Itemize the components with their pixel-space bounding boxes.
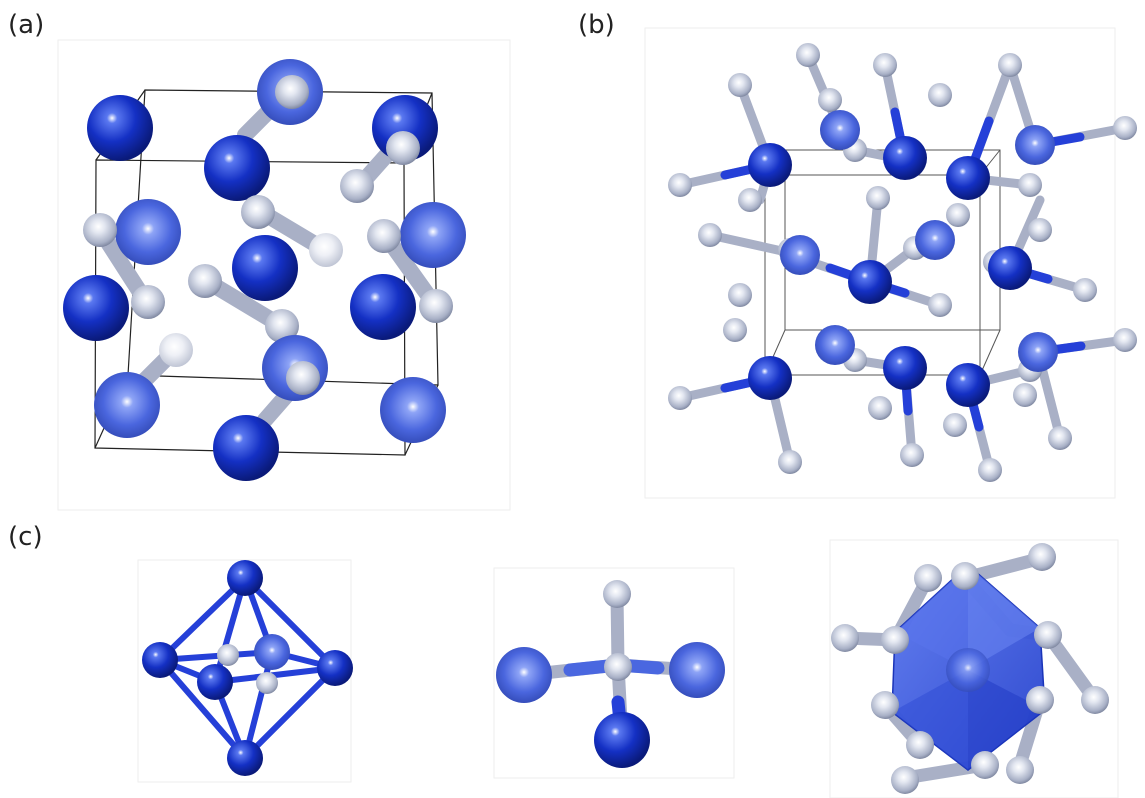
polyhedron-body	[891, 563, 1046, 771]
panel-c-octahedron	[142, 560, 353, 776]
atoms-a	[63, 59, 466, 481]
atoms-b	[668, 43, 1137, 482]
polyhedron-h-atoms	[831, 543, 1109, 794]
panel-a-unit-cell	[63, 59, 466, 481]
bonds-b	[675, 50, 1130, 475]
panel-b-frame	[644, 27, 1116, 499]
panel-label-a: (a)	[8, 10, 45, 40]
panel-a-frame	[57, 39, 511, 511]
octahedron-edges	[157, 575, 338, 761]
panel-c-tetrahedral	[496, 580, 725, 768]
panel-label-c: (c)	[8, 522, 43, 552]
panel-b-supercell	[668, 43, 1137, 482]
panel-c-right-frame	[829, 539, 1119, 798]
panel-c-polyhedron	[831, 543, 1109, 794]
panel-label-b: (b)	[578, 10, 615, 40]
panel-c-mid-frame	[493, 567, 735, 779]
